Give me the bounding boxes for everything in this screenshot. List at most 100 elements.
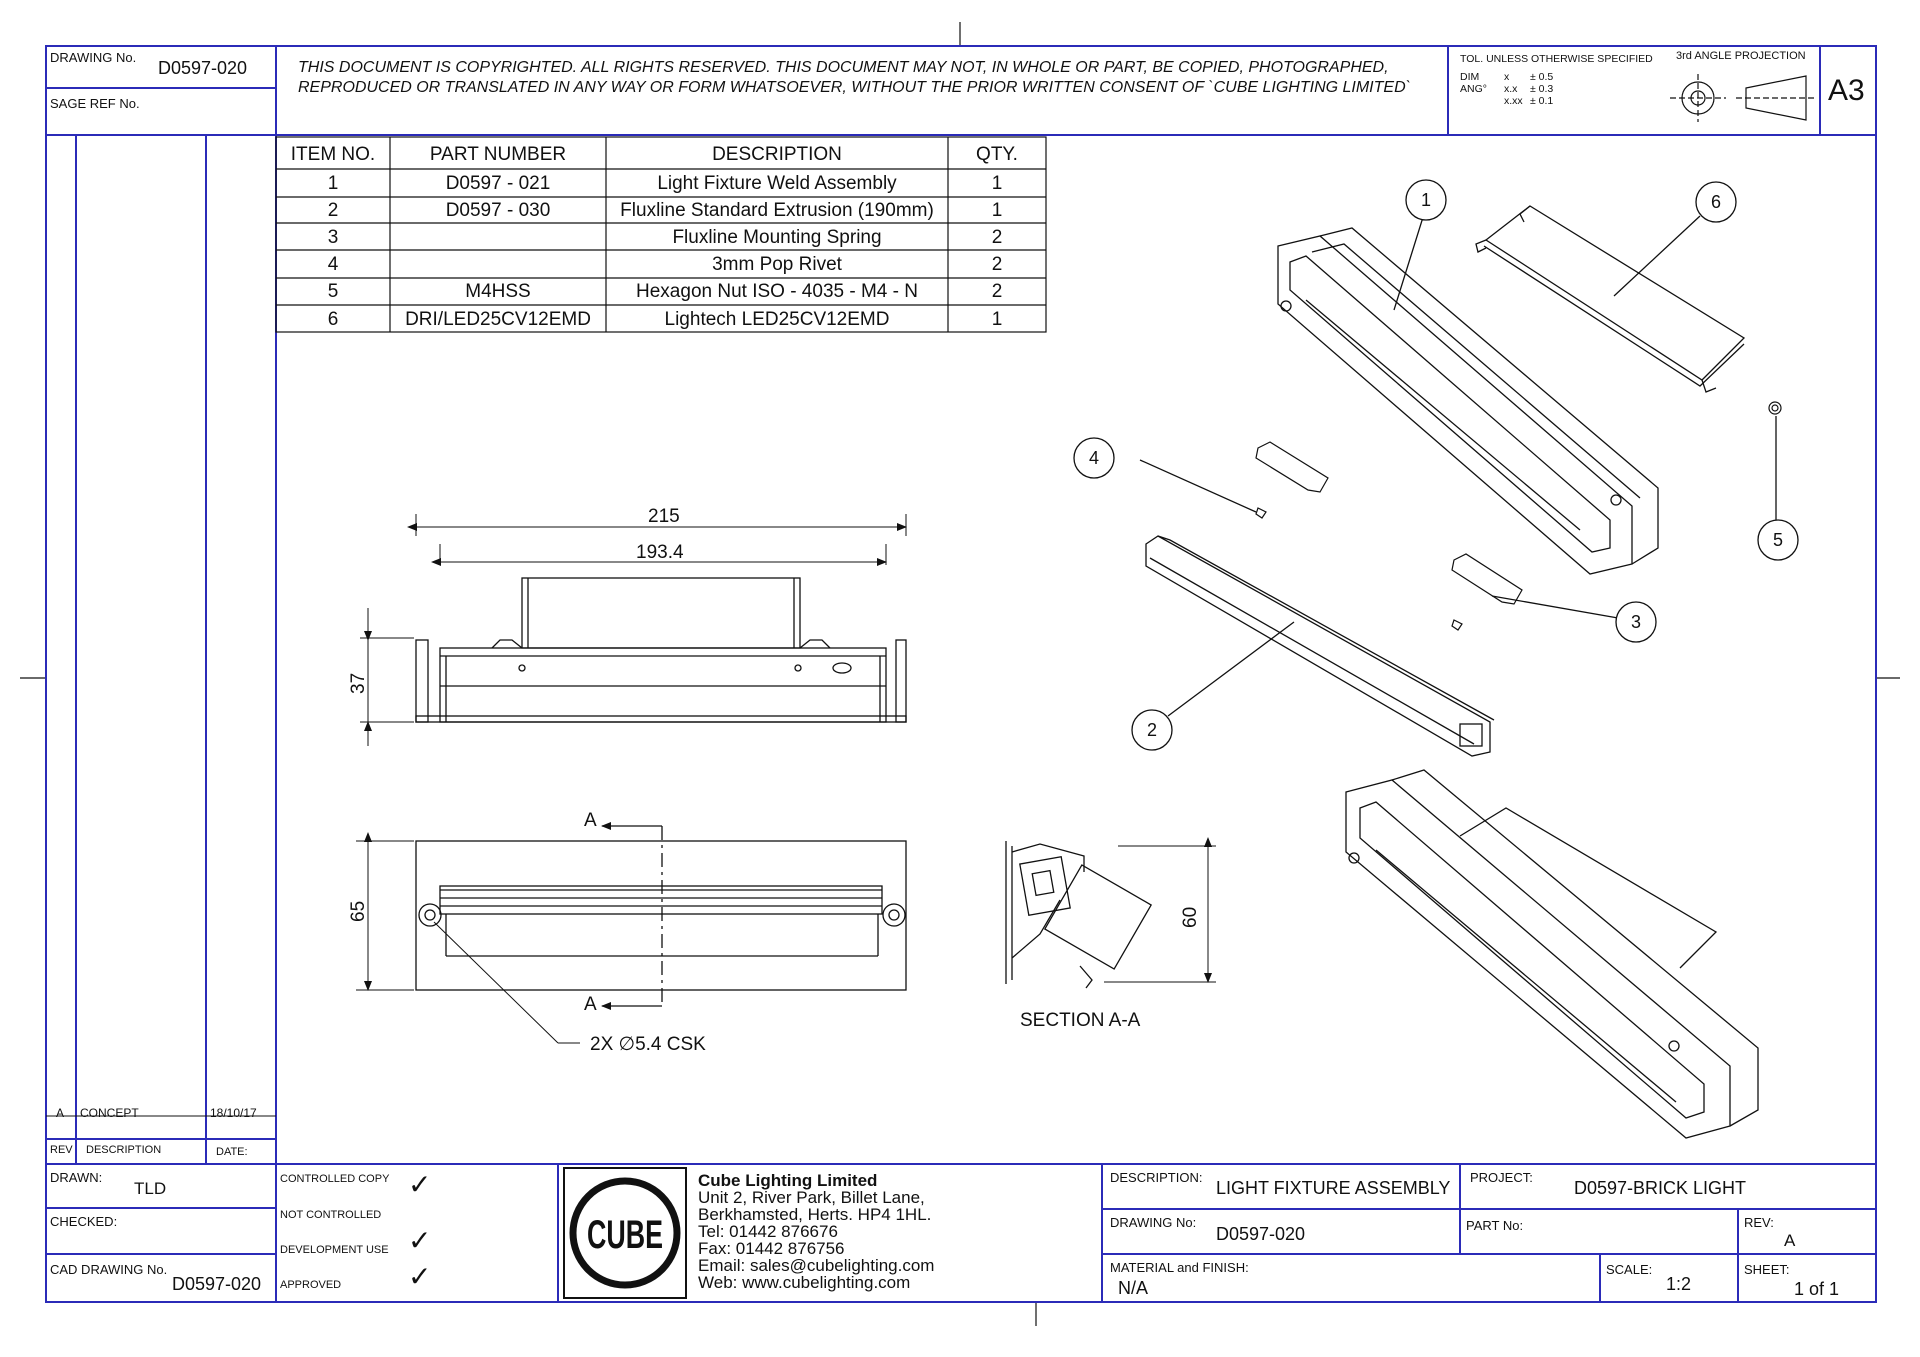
project-value: D0597-BRICK LIGHT — [1574, 1178, 1746, 1198]
project-label: PROJECT: — [1470, 1170, 1533, 1185]
company-address-1: Unit 2, River Park, Billet Lane, — [698, 1188, 925, 1207]
balloon-2: 2 — [1147, 720, 1157, 740]
sheet-label: SHEET: — [1744, 1262, 1790, 1277]
dim-face-height: 65 — [348, 901, 369, 922]
development-use-label: DEVELOPMENT USE — [280, 1244, 389, 1256]
drawn-label: DRAWN: — [50, 1170, 102, 1185]
company-email: Email: sales@cubelighting.com — [698, 1256, 934, 1275]
drawn-value: TLD — [134, 1179, 166, 1198]
section-label: SECTION A-A — [1020, 1010, 1141, 1031]
cad-drawing-value: D0597-020 — [172, 1274, 261, 1294]
dim-inner-width: 193.4 — [636, 542, 684, 563]
company-logo-text: CUBE — [587, 1213, 663, 1257]
drawing-no-title-label: DRAWING No: — [1110, 1215, 1196, 1230]
company-address-2: Berkhamsted, Herts. HP4 1HL. — [698, 1205, 931, 1224]
bom-cell: 2 — [328, 200, 339, 221]
bom-cell: 2 — [992, 281, 1003, 302]
bom-cell: 1 — [992, 173, 1003, 194]
revision-rev-header: REV — [50, 1144, 73, 1156]
section-marker-bottom: A — [584, 994, 597, 1015]
bom-cell: D0597 - 030 — [446, 200, 551, 221]
bom-cell: Hexagon Nut ISO - 4035 - M4 - N — [636, 281, 918, 302]
company-fax: Fax: 01442 876756 — [698, 1239, 845, 1258]
balloon-5: 5 — [1773, 530, 1783, 550]
drawing-no-value: D0597-020 — [158, 58, 247, 78]
balloons — [1073, 179, 1799, 751]
bom-cell: 2 — [992, 254, 1003, 275]
material-value: N/A — [1118, 1278, 1148, 1298]
tolerance-dim: DIM — [1460, 71, 1479, 83]
sheet-value: 1 of 1 — [1794, 1279, 1839, 1299]
controlled-copy-check-icon: ✓ — [408, 1169, 431, 1200]
bom-cell: 1 — [328, 173, 339, 194]
tolerance-xx: x.x — [1504, 83, 1518, 95]
sheet-size: A3 — [1828, 74, 1865, 107]
revision-date: 18/10/17 — [210, 1106, 257, 1120]
tolerance-value-3: ± 0.1 — [1530, 95, 1553, 107]
balloon-labels: 1 2 3 4 5 6 — [1089, 190, 1783, 740]
face-view — [356, 822, 907, 1044]
cad-drawing-label: CAD DRAWING No. — [50, 1262, 167, 1277]
tolerance-x: x — [1504, 71, 1510, 83]
bom-header-description: DESCRIPTION — [712, 144, 842, 165]
balloon-4: 4 — [1089, 448, 1099, 468]
section-marker-top: A — [584, 810, 597, 831]
rev-label: REV: — [1744, 1215, 1774, 1230]
dim-overall-width: 215 — [648, 506, 680, 527]
balloon-1: 1 — [1421, 190, 1431, 210]
copyright-line-1: THIS DOCUMENT IS COPYRIGHTED. ALL RIGHTS… — [298, 59, 1389, 76]
description-label: DESCRIPTION: — [1110, 1170, 1202, 1185]
bom-cell: 3 — [328, 227, 339, 248]
bom-header-item: ITEM NO. — [291, 144, 375, 165]
bom-cell: 1 — [992, 200, 1003, 221]
bom-cell: 5 — [328, 281, 339, 302]
part-no-label: PART No: — [1466, 1218, 1523, 1233]
iso-item-1-fixture — [1277, 227, 1659, 575]
bom-header-part: PART NUMBER — [430, 144, 566, 165]
dim-height: 37 — [348, 673, 369, 694]
front-view — [360, 514, 907, 746]
bom-cell: Fluxline Standard Extrusion (190mm) — [620, 200, 934, 221]
revision-date-header: DATE: — [216, 1146, 248, 1158]
bom-cell: 4 — [328, 254, 339, 275]
bom-cell: D0597 - 021 — [446, 173, 551, 194]
bom-table — [275, 136, 1047, 333]
bom-cell: 6 — [328, 309, 339, 330]
sage-ref-label: SAGE REF No. — [50, 96, 140, 111]
iso-item-6-driver — [1475, 205, 1746, 393]
bom-cell: DRI/LED25CV12EMD — [405, 309, 591, 330]
bom-cell: 3mm Pop Rivet — [712, 254, 843, 275]
bom-cell: Fluxline Mounting Spring — [672, 227, 881, 248]
bom-header-qty: QTY. — [976, 144, 1018, 165]
drawing-no-title-value: D0597-020 — [1216, 1224, 1305, 1244]
copyright-line-2: REPRODUCED OR TRANSLATED IN ANY WAY OR F… — [298, 79, 1411, 96]
company-name: Cube Lighting Limited — [698, 1171, 877, 1190]
development-use-check-icon: ✓ — [408, 1225, 431, 1256]
revision-description-header: DESCRIPTION — [86, 1144, 161, 1156]
bom-cell: Light Fixture Weld Assembly — [657, 173, 897, 194]
approved-check-icon: ✓ — [408, 1261, 431, 1292]
revision-rev: A — [56, 1106, 64, 1120]
approved-label: APPROVED — [280, 1279, 341, 1291]
bom-cell: 2 — [992, 227, 1003, 248]
tolerance-label: TOL. UNLESS OTHERWISE SPECIFIED — [1460, 53, 1653, 65]
revision-description: CONCEPT — [80, 1106, 139, 1120]
iso-item-2-extrusion — [1145, 535, 1495, 757]
scale-label: SCALE: — [1606, 1262, 1652, 1277]
iso-item-3-4-springs-rivets — [1255, 441, 1523, 631]
projection-label: 3rd ANGLE PROJECTION — [1676, 50, 1806, 62]
material-label: MATERIAL and FINISH: — [1110, 1260, 1249, 1275]
bom-cell: M4HSS — [465, 281, 530, 302]
sheet-border — [45, 45, 1877, 1303]
hole-note: 2X ∅5.4 CSK — [590, 1034, 706, 1055]
section-a-a-view — [1005, 837, 1216, 989]
sheet-center-marks — [20, 22, 1900, 1326]
iso-assembled-fixture — [1345, 769, 1759, 1139]
balloon-3: 3 — [1631, 612, 1641, 632]
tolerance-value-2: ± 0.3 — [1530, 83, 1553, 95]
third-angle-projection-symbol — [1670, 74, 1814, 122]
controlled-copy-label: CONTROLLED COPY — [280, 1173, 390, 1185]
iso-item-5-nut — [1768, 401, 1782, 415]
tolerance-xxx: x.xx — [1504, 95, 1523, 107]
